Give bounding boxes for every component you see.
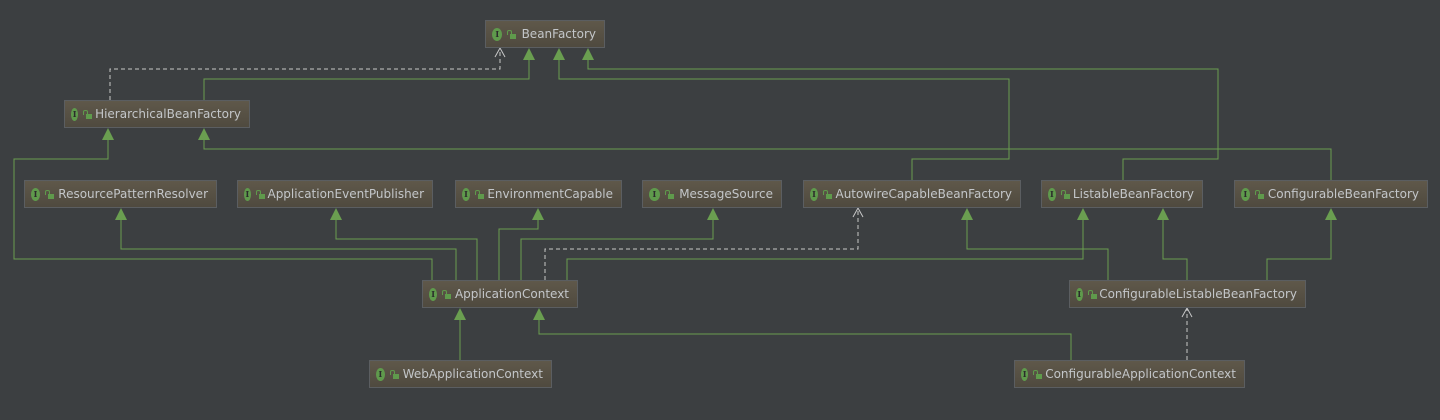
node-listable-bean-factory[interactable]: I ListableBeanFactory — [1041, 180, 1203, 208]
open-arrowhead-icon — [494, 46, 506, 58]
open-arrowhead-icon — [1181, 306, 1193, 318]
node-configurable-bean-factory[interactable]: I ConfigurableBeanFactory — [1234, 180, 1428, 208]
open-arrowhead-icon — [852, 206, 864, 218]
node-label: BeanFactory — [521, 27, 596, 41]
interface-icon: I — [1076, 287, 1083, 301]
node-hierarchical-bean-factory[interactable]: I HierarchicalBeanFactory — [64, 100, 250, 128]
interface-icon: I — [429, 287, 438, 301]
inheritance-arrowhead-icon — [707, 208, 719, 220]
public-lock-icon — [1254, 189, 1264, 199]
extends-edge — [558, 60, 1010, 180]
node-label: ConfigurableBeanFactory — [1267, 187, 1419, 201]
extends-edge — [1162, 220, 1188, 280]
inheritance-arrowhead-icon — [1157, 208, 1169, 220]
inheritance-arrowhead-icon — [533, 308, 545, 320]
inheritance-arrowhead-icon — [532, 208, 544, 220]
interface-icon: I — [1048, 187, 1056, 201]
node-label: ListableBeanFactory — [1072, 187, 1194, 201]
extends-edge — [587, 60, 1219, 180]
public-lock-icon — [1087, 289, 1096, 299]
interface-icon: I — [492, 27, 503, 41]
interface-icon: I — [649, 187, 660, 201]
inheritance-arrowhead-icon — [1325, 208, 1337, 220]
node-application-context[interactable]: I ApplicationContext — [422, 280, 578, 308]
extends-edge — [203, 60, 530, 100]
inheritance-arrowhead-icon — [454, 308, 466, 320]
public-lock-icon — [389, 369, 399, 379]
extends-edge — [538, 320, 1072, 360]
public-lock-icon — [822, 189, 832, 199]
node-label: EnvironmentCapable — [487, 187, 613, 201]
node-web-application-context[interactable]: I WebApplicationContext — [369, 360, 552, 388]
public-lock-icon — [83, 109, 93, 119]
extends-edge — [498, 220, 539, 280]
public-lock-icon — [45, 189, 55, 199]
public-lock-icon — [255, 189, 265, 199]
node-label: ApplicationEventPublisher — [267, 187, 424, 201]
node-application-event-publisher[interactable]: I ApplicationEventPublisher — [237, 180, 433, 208]
inheritance-arrowhead-icon — [330, 208, 342, 220]
node-bean-factory[interactable]: I BeanFactory — [485, 20, 605, 48]
node-label: ResourcePatternResolver — [58, 187, 208, 201]
extends-edge — [120, 220, 457, 280]
public-lock-icon — [507, 29, 517, 39]
node-environment-capable[interactable]: I EnvironmentCapable — [455, 180, 622, 208]
public-lock-icon — [664, 189, 675, 199]
node-message-source[interactable]: I MessageSource — [642, 180, 782, 208]
interface-icon: I — [244, 187, 251, 201]
extends-edge — [203, 140, 1332, 180]
extends-edge — [566, 220, 1084, 280]
node-label: MessageSource — [679, 187, 773, 201]
public-lock-icon — [442, 289, 451, 299]
inheritance-arrowhead-icon — [1077, 208, 1089, 220]
interface-icon: I — [462, 187, 470, 201]
extends-edge — [520, 220, 714, 280]
node-label: ConfigurableApplicationContext — [1045, 367, 1236, 381]
inheritance-arrowhead-icon — [198, 128, 210, 140]
node-label: HierarchicalBeanFactory — [95, 107, 241, 121]
extends-edge — [335, 220, 478, 280]
interface-icon: I — [31, 187, 41, 201]
node-configurable-listable-bean-factory[interactable]: I ConfigurableListableBeanFactory — [1069, 280, 1306, 308]
inheritance-arrowhead-icon — [553, 48, 565, 60]
dependency-edge — [109, 48, 501, 100]
interface-icon: I — [376, 367, 385, 381]
node-label: WebApplicationContext — [402, 367, 543, 381]
extends-edge — [966, 220, 1109, 280]
inheritance-arrowhead-icon — [115, 208, 127, 220]
inheritance-arrowhead-icon — [102, 128, 114, 140]
node-label: ApplicationContext — [454, 287, 569, 301]
node-label: ConfigurableListableBeanFactory — [1099, 287, 1297, 301]
interface-icon: I — [1241, 187, 1250, 201]
inheritance-arrowhead-icon — [582, 48, 594, 60]
interface-icon: I — [810, 187, 818, 201]
public-lock-icon — [474, 189, 485, 199]
node-autowire-capable-bean-factory[interactable]: I AutowireCapableBeanFactory — [803, 180, 1021, 208]
public-lock-icon — [1060, 189, 1071, 199]
inheritance-arrowhead-icon — [523, 48, 535, 60]
dependency-edge — [544, 208, 859, 280]
node-configurable-application-context[interactable]: I ConfigurableApplicationContext — [1014, 360, 1245, 388]
extends-edge — [1266, 220, 1332, 280]
interface-icon: I — [71, 107, 79, 121]
interface-icon: I — [1021, 367, 1029, 381]
node-label: AutowireCapableBeanFactory — [835, 187, 1012, 201]
inheritance-arrowhead-icon — [961, 208, 973, 220]
public-lock-icon — [1033, 369, 1043, 379]
extends-edge — [13, 140, 433, 280]
node-resource-pattern-resolver[interactable]: I ResourcePatternResolver — [24, 180, 217, 208]
